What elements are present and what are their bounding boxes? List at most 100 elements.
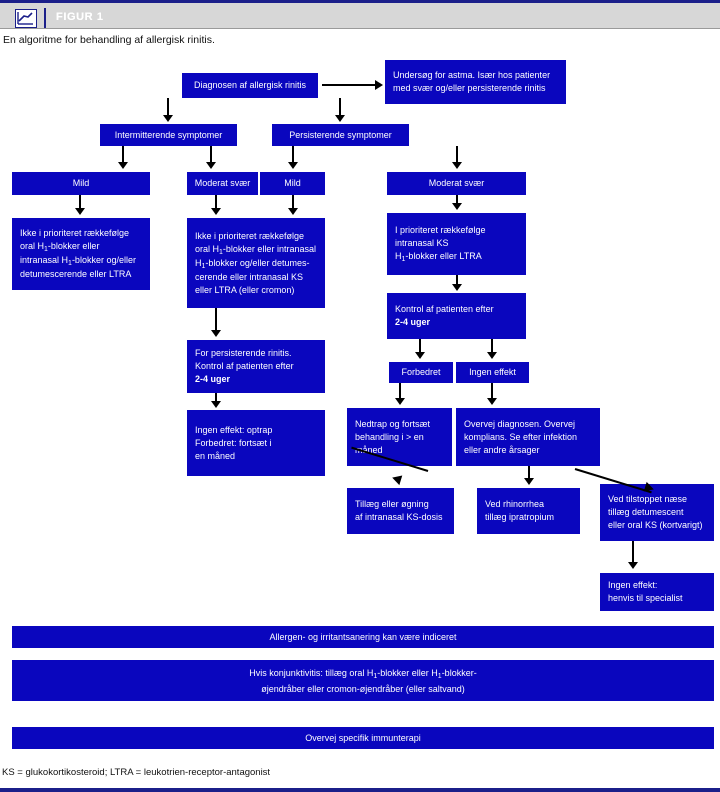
connector-interm-mildleft [122,146,124,163]
figure-caption: En algoritme for behandling af allergisk… [3,34,215,46]
arrowhead-followup-mid [211,330,221,337]
rhinorrhea-line2: tillæg ipratropium [485,512,555,522]
arrowhead-mild-left [118,162,128,169]
header-bottom-rule [0,28,720,29]
reconsider-line2: komplians. Se efter infektion [464,431,578,442]
blockednose-line2: tillæg detumescent [608,507,684,517]
taper-line2: behandling i > en [355,431,424,442]
connector-diagnosis-down-right [339,98,341,116]
banner-immunotherapy: Overvej specifik immunterapi [12,727,714,749]
node-improved-label: Forbedret [401,367,441,377]
control-right-line1: Kontrol af patienten efter [395,304,494,314]
node-followup-mid: For persisterende rinitis. Kontrol af pa… [187,340,325,393]
header-divider [44,8,46,29]
tx-mid-line2: oral H1-blokker eller intranasal [195,243,316,256]
arrowhead-tx-mid-b [288,208,298,215]
blockednose-line3: eller oral KS (kortvarigt) [608,520,703,530]
line-chart-icon [15,9,37,28]
arrowhead-moderate-mid [206,162,216,169]
rhinorrhea-line1: Ved rhinorrhea [485,499,545,509]
top-accent-rule [0,0,720,3]
figure-label: FIGUR 1 [56,11,104,23]
node-mild-left-label: Mild [72,178,90,188]
node-asthma: Undersøg for astma. Især hos patienter m… [385,60,566,104]
node-reconsider: Overvej diagnosen. Overvej komplians. Se… [456,408,600,466]
arrowhead-tx-right [452,203,462,210]
arrowhead-control-right [452,284,462,291]
control-right-line2: 2-4 uger [395,317,431,327]
arrowhead-persistent [335,115,345,122]
connector-diagnosis-down-left [167,98,169,116]
tx-left-line1: Ikke i prioriteret rækkefølge [20,228,130,238]
node-mild-mid: Mild [260,172,325,195]
node-diagnosis: Diagnosen af allergisk rinitis [182,73,318,98]
bottom-accent-rule [0,788,720,792]
outcome-mid-line2: Forbedret: fortsæt i [195,437,272,448]
node-asthma-line2: med svær og/eller persisterende rinitis [393,83,546,93]
tx-mid-line4: cerende eller intranasal KS [195,271,304,282]
banner-conjunctivitis-line1: Hvis konjunktivitis: tillæg oral H1-blok… [249,667,477,680]
reconsider-line3: eller andre årsager [464,444,540,455]
node-treatment-mid: Ikke i prioriteret rækkefølge oral H1-bl… [187,218,325,308]
figure-header-bar: FIGUR 1 [0,3,720,29]
node-moderate-right: Moderat svær [387,172,526,195]
arrowhead-diagnosis-asthma [375,80,383,90]
tx-right-line3: H1-blokker eller LTRA [395,251,482,263]
node-outcome-mid: Ingen effekt: optrap Forbedret: fortsæt … [187,410,325,476]
arrowhead-tx-mid-a [211,208,221,215]
tx-left-line2: oral H1-blokker eller [20,241,100,253]
connector-control-improved [419,339,421,353]
node-moderate-mid: Moderat svær [187,172,258,195]
banner-allergen-line1: Allergen- og irritantsanering kan være i… [269,632,457,642]
connector-mildmid-tx [292,195,294,209]
node-rhinorrhea: Ved rhinorrhea tillæg ipratropium [477,488,580,534]
figure-footnote: KS = glukokortikosteroid; LTRA = leukotr… [2,767,271,778]
node-moderate-right-label: Moderat svær [428,178,485,188]
connector-txright-control [456,275,458,285]
node-moderate-mid-label: Moderat svær [194,178,251,188]
connector-moderateright-tx [456,195,458,204]
node-intermittent-label: Intermitterende symptomer [114,129,223,140]
node-treatment-right: I prioriteret rækkefølge intranasal KS H… [387,213,526,275]
connector-followup-outcome [215,393,217,402]
arrowhead-rhinorrhea [524,478,534,485]
node-add-ks: Tillæg eller øgning af intranasal KS-dos… [347,488,454,534]
outcome-mid-line3: en måned [195,450,236,461]
arrowhead-outcome-mid [211,401,221,408]
tx-left-line3: intranasal H1-blokker og/eller [20,255,136,267]
connector-blockednose-specialist [632,541,634,563]
arrowhead-improved [415,352,425,359]
arrowhead-moderate-right [452,162,462,169]
reconsider-line1: Overvej diagnosen. Overvej [464,418,576,429]
connector-reconsider-rhinorrhea [528,466,530,480]
outcome-mid-line1: Ingen effekt: optrap [195,424,273,435]
connector-txmid-followup [215,308,217,331]
node-control-right: Kontrol af patienten efter 2-4 uger [387,293,526,339]
arrowhead-tx-left [75,208,85,215]
node-no-effect: Ingen effekt [456,362,529,383]
arrowhead-add-ks [390,472,403,486]
taper-line1: Nedtrap og fortsæt [355,418,431,429]
banner-conjunctivitis-line2: øjendråber eller cromon-øjendråber (elle… [261,683,465,694]
node-asthma-line1: Undersøg for astma. Især hos patienter [393,70,551,80]
addks-line2: af intranasal KS-dosis [355,512,443,522]
connector-interm-moderatemid [210,146,212,163]
connector-diagnosis-asthma [322,84,377,86]
connector-persist-mildmid [292,146,294,163]
followup-mid-line1: For persisterende rinitis. [195,348,292,358]
node-blocked-nose: Ved tilstoppet næse tillæg detumescent e… [600,484,714,541]
followup-mid-line2: Kontrol af patienten efter [195,361,294,371]
connector-control-noeffect [491,339,493,353]
arrowhead-specialist [628,562,638,569]
blockednose-line1: Ved tilstoppet næse [608,494,688,504]
connector-mildleft-tx [79,195,81,209]
connector-moderatemid-tx [215,195,217,209]
specialist-line2: henvis til specialist [608,593,683,603]
connector-noeffect-reconsider [491,383,493,399]
banner-conjunctivitis: Hvis konjunktivitis: tillæg oral H1-blok… [12,660,714,701]
node-mild-left: Mild [12,172,150,195]
banner-immunotherapy-line1: Overvej specifik immunterapi [305,733,421,743]
arrowhead-no-effect [487,352,497,359]
tx-mid-line3: H1-blokker og/eller detumes- [195,257,310,270]
connector-improved-taper [399,383,401,399]
